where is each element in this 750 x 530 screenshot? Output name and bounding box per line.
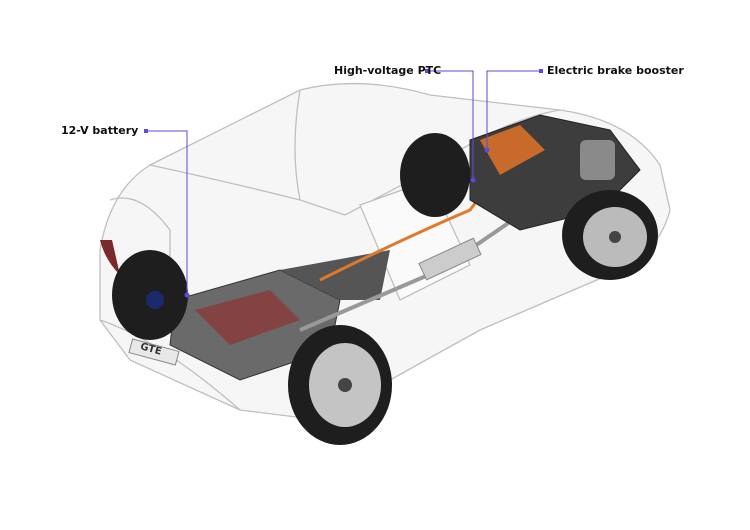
callout-high-voltage-ptc: High-voltage PTC [334,64,442,77]
callout-markers [144,69,543,298]
vw-logo [146,291,164,309]
callout-12v-battery: 12-V battery [61,124,139,137]
tail-light [100,240,120,275]
wheels [112,133,658,445]
callout-electric-brake-booster: Electric brake booster [547,64,684,77]
callout-lines [147,70,541,295]
muffler [418,237,482,281]
high-voltage-cable [319,169,502,282]
license-plate [128,338,180,366]
